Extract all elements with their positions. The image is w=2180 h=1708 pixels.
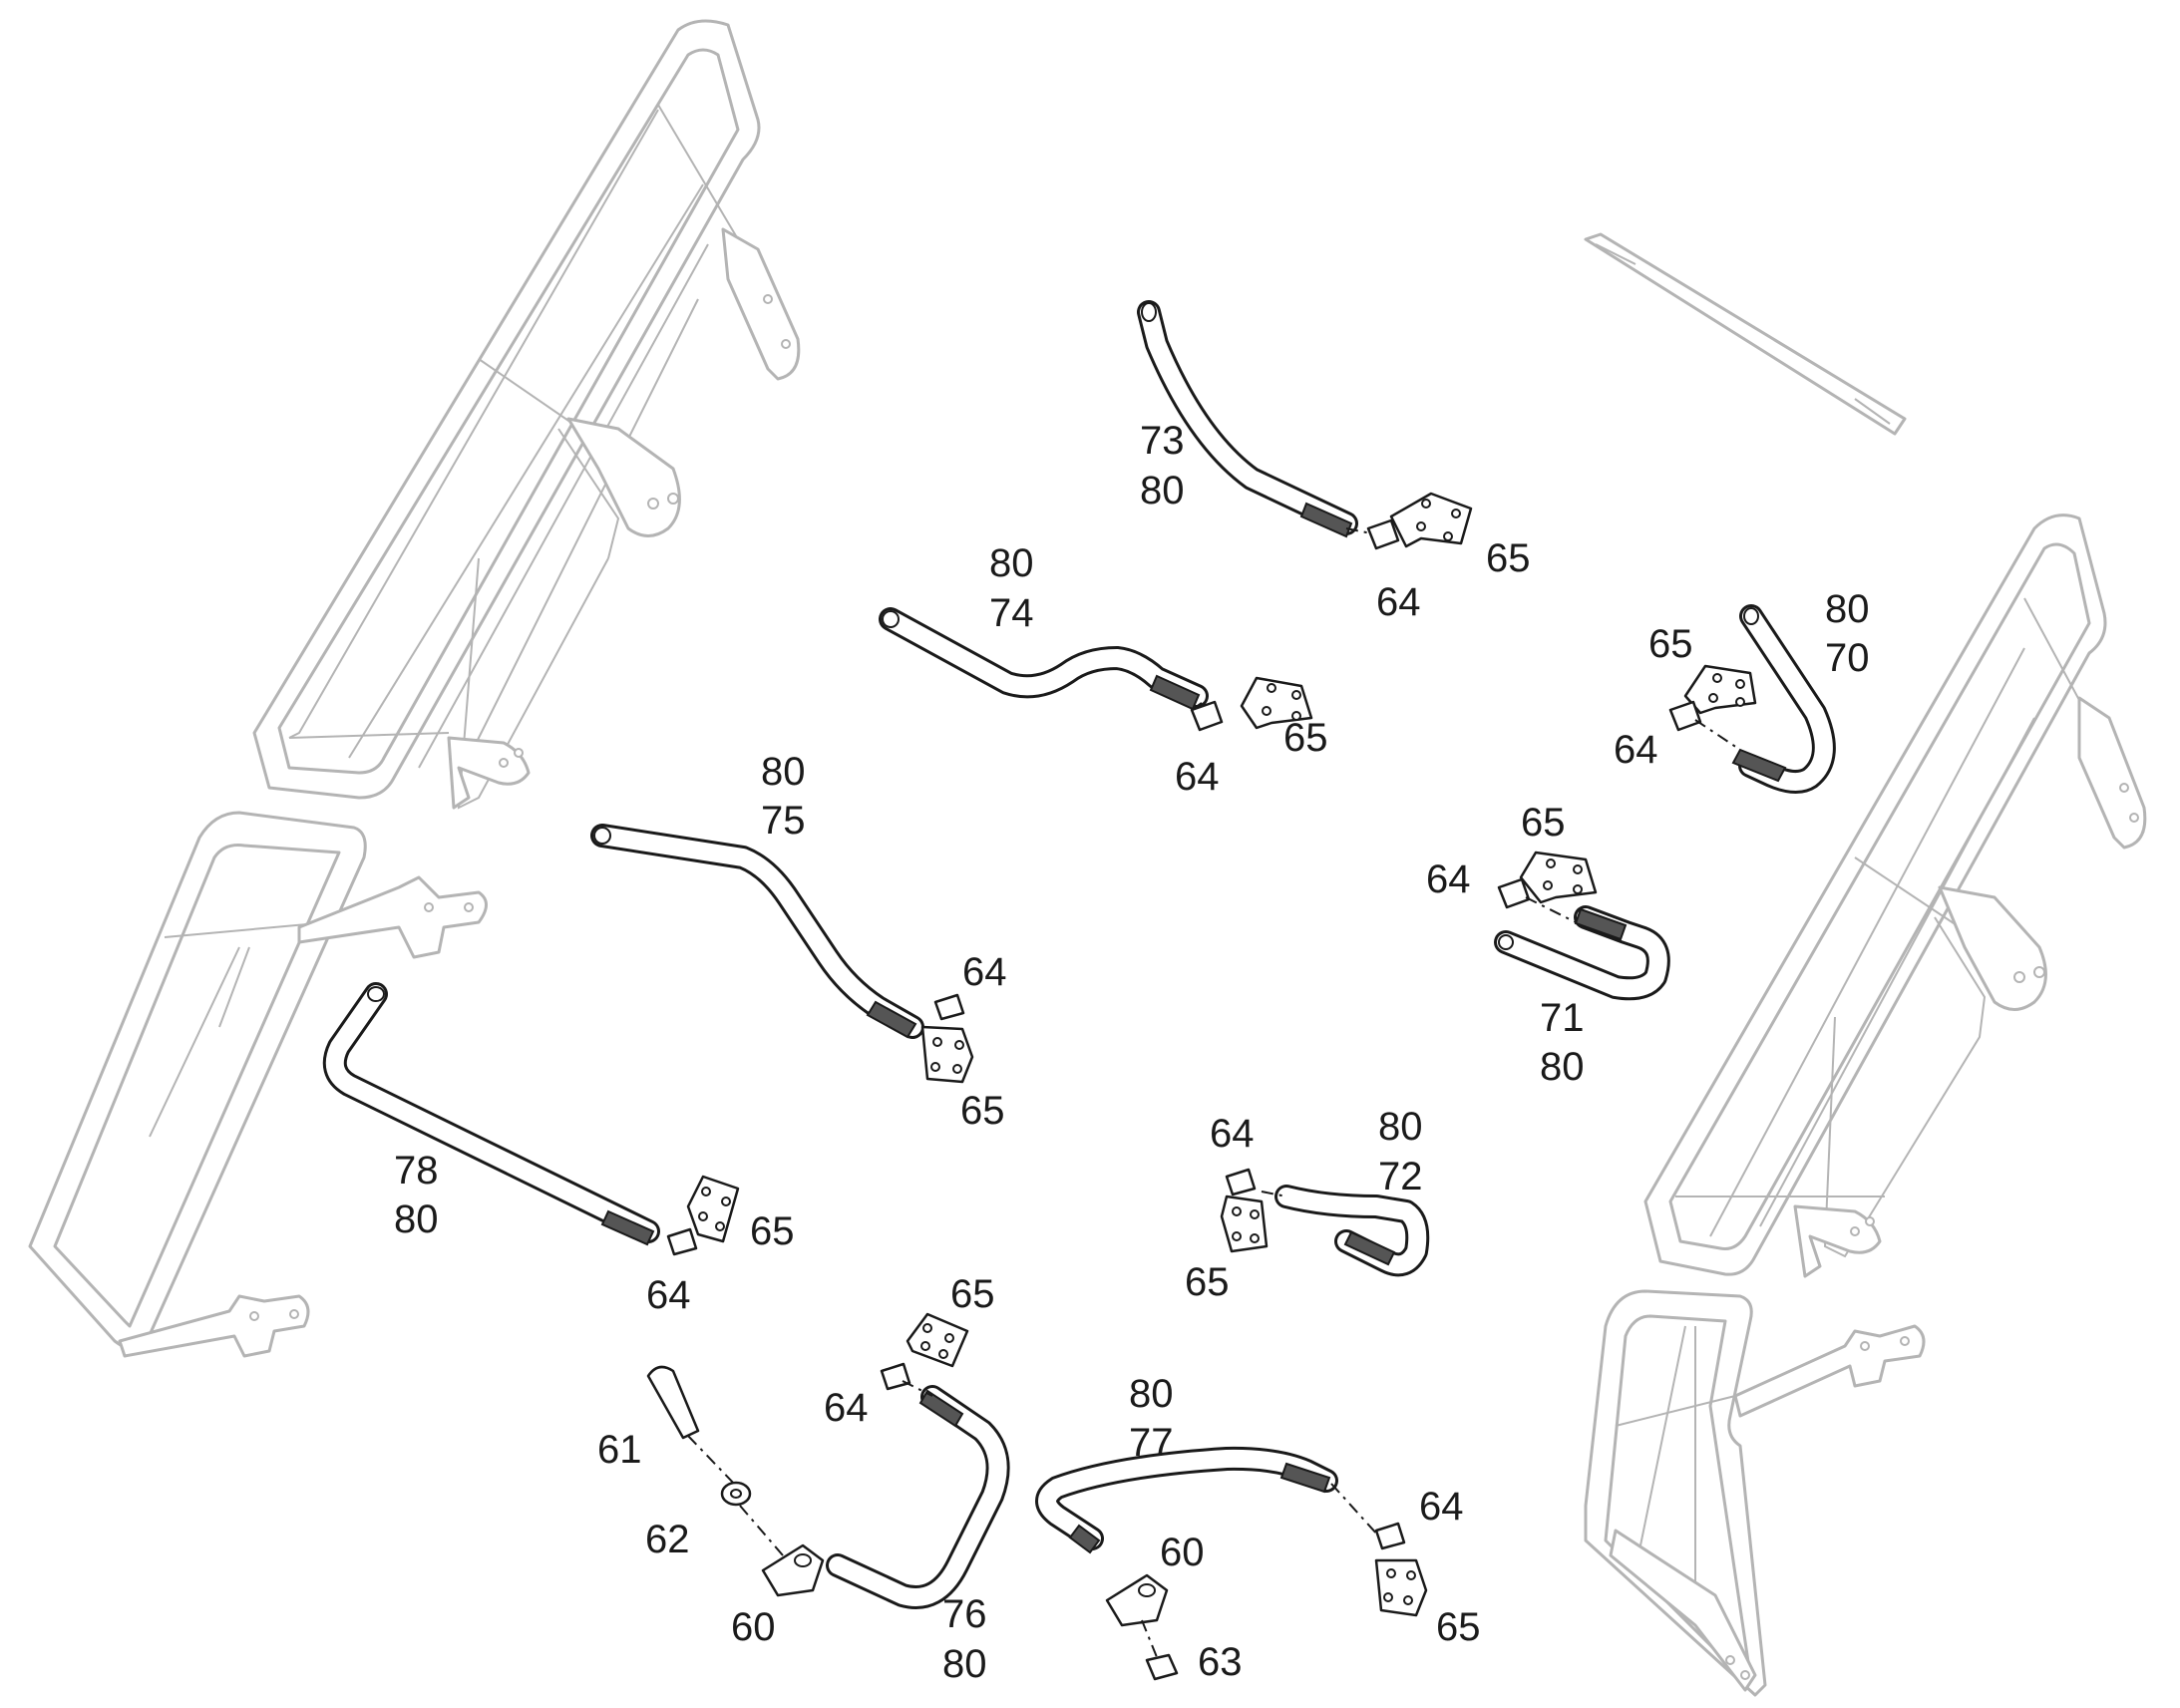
callout-64: 64 <box>646 1273 691 1317</box>
clamp-60-right <box>1105 1573 1169 1627</box>
clip-64-b <box>1190 700 1224 732</box>
callout-80: 80 <box>394 1197 439 1241</box>
washer-62 <box>720 1481 752 1507</box>
plate-65-e <box>920 1025 974 1084</box>
bar-78 <box>322 982 660 1246</box>
callout-80: 80 <box>1378 1105 1423 1149</box>
callout-64: 64 <box>1210 1112 1255 1156</box>
callout-75: 75 <box>761 799 806 843</box>
callout-74: 74 <box>989 591 1034 635</box>
callout-63: 63 <box>1198 1640 1243 1684</box>
callouts: 73 80 65 64 80 74 65 64 80 70 65 64 80 7… <box>394 419 1870 1686</box>
callout-77: 77 <box>1129 1421 1174 1465</box>
plate-65-h <box>906 1312 969 1368</box>
bar-76 <box>826 1385 1010 1609</box>
callout-64: 64 <box>1426 857 1471 901</box>
frame-lower-left <box>28 811 488 1358</box>
clip-64-a <box>1366 518 1400 550</box>
callout-65: 65 <box>950 1272 995 1316</box>
callout-60: 60 <box>731 1605 776 1649</box>
clip-64-d <box>1497 877 1531 909</box>
clamp-60-left <box>761 1543 825 1597</box>
callout-65: 65 <box>750 1209 795 1253</box>
callout-64: 64 <box>1614 728 1658 772</box>
callout-64: 64 <box>824 1386 869 1430</box>
callout-65: 65 <box>1436 1605 1481 1649</box>
plate-65-a <box>1389 492 1473 548</box>
callout-65: 65 <box>1283 716 1328 760</box>
callout-80: 80 <box>761 750 806 794</box>
callout-64: 64 <box>1419 1485 1464 1529</box>
callout-80: 80 <box>942 1642 987 1686</box>
clip-64-h <box>880 1362 911 1391</box>
clip-64-c <box>1668 700 1702 732</box>
plate-65-i <box>1374 1558 1428 1617</box>
callout-80: 80 <box>1825 587 1870 631</box>
bar-73 <box>1137 300 1358 538</box>
callout-80: 80 <box>1129 1372 1174 1416</box>
callout-65: 65 <box>960 1089 1005 1133</box>
frame-upper-left <box>252 19 801 810</box>
clip-64-f <box>666 1227 698 1256</box>
callout-61: 61 <box>597 1428 642 1472</box>
nut-63 <box>1145 1653 1179 1681</box>
bar-77 <box>1035 1446 1338 1554</box>
clip-64-g <box>1225 1168 1257 1196</box>
bar-71 <box>1494 905 1670 1001</box>
callout-62: 62 <box>645 1518 690 1561</box>
callout-64: 64 <box>1175 755 1220 799</box>
clip-64-i <box>1374 1522 1406 1550</box>
callout-80: 80 <box>989 541 1034 585</box>
callout-78: 78 <box>394 1149 439 1193</box>
frame-upper-right <box>1643 513 2147 1278</box>
callout-70: 70 <box>1825 636 1870 680</box>
callout-65: 65 <box>1486 536 1531 580</box>
callout-65: 65 <box>1521 801 1566 845</box>
callout-65: 65 <box>1648 622 1693 666</box>
bolt-61 <box>646 1365 700 1440</box>
plate-65-b <box>1240 676 1313 730</box>
bar-74 <box>879 607 1209 711</box>
bar-70 <box>1731 604 1836 794</box>
plate-65-d <box>1519 851 1598 904</box>
plate-65-f <box>686 1175 740 1243</box>
callout-64: 64 <box>1376 580 1421 624</box>
assembly-lines <box>687 527 1741 1658</box>
clip-64-e <box>933 993 965 1021</box>
bar-72 <box>1274 1185 1430 1277</box>
callout-80: 80 <box>1140 469 1185 512</box>
callout-80: 80 <box>1540 1045 1585 1089</box>
plate-65-g <box>1220 1195 1269 1253</box>
callout-71: 71 <box>1540 996 1585 1040</box>
callout-65: 65 <box>1185 1260 1230 1304</box>
frame-crossbar-right <box>1584 232 1907 436</box>
frame-lower-right <box>1584 1289 1926 1697</box>
callout-72: 72 <box>1378 1155 1423 1198</box>
callout-64: 64 <box>962 950 1007 994</box>
callout-60: 60 <box>1160 1531 1205 1574</box>
bar-75 <box>590 824 924 1039</box>
plate-65-c <box>1683 664 1757 715</box>
callout-73: 73 <box>1140 419 1185 463</box>
callout-76: 76 <box>942 1592 987 1636</box>
